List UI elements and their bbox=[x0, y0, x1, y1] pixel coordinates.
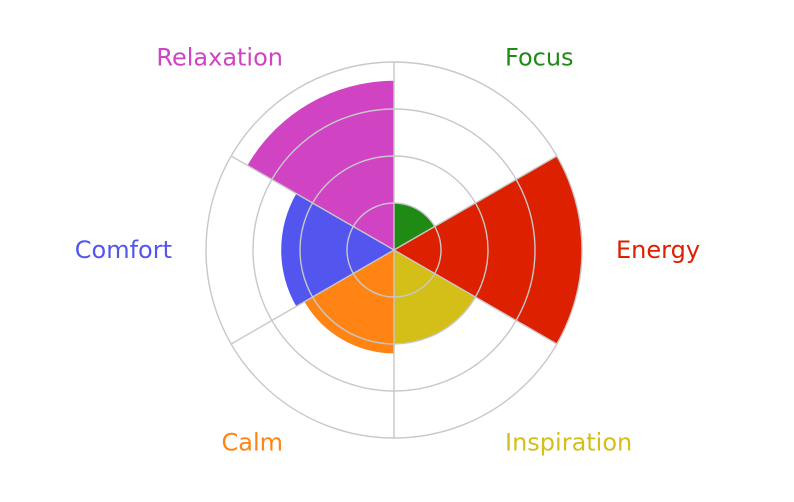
sector-inspiration bbox=[394, 250, 476, 345]
label-calm: Calm bbox=[221, 428, 283, 456]
label-comfort: Comfort bbox=[75, 236, 172, 264]
grid-spoke-6 bbox=[230, 155, 395, 251]
label-focus: Focus bbox=[505, 44, 574, 72]
sector-comfort bbox=[281, 193, 394, 307]
sector-calm bbox=[304, 250, 394, 354]
grid-spoke-3 bbox=[393, 249, 558, 345]
label-relaxation: Relaxation bbox=[156, 44, 283, 72]
label-energy: Energy bbox=[616, 236, 700, 264]
sector-relaxation bbox=[247, 80, 394, 251]
grid-spoke-5 bbox=[230, 249, 395, 345]
label-inspiration: Inspiration bbox=[505, 428, 632, 456]
chart-grid bbox=[205, 61, 583, 439]
chart-sectors bbox=[247, 80, 582, 354]
grid-spoke-2 bbox=[393, 155, 558, 251]
